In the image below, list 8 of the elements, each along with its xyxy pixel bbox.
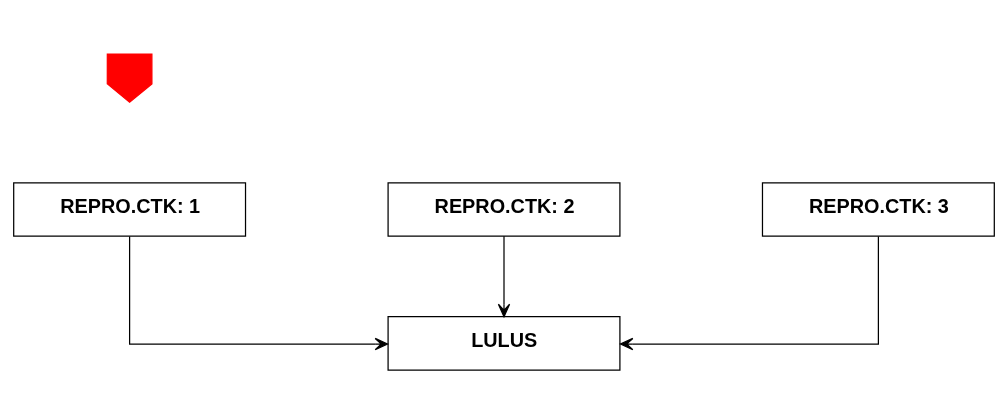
arrow — [619, 235, 879, 350]
arrow — [129, 235, 389, 350]
node-box: REPRO.CTK: 1 — [13, 181, 247, 237]
arrow — [497, 235, 511, 317]
node-box: LULUS — [387, 315, 621, 371]
node-box: REPRO.CTK: 3 — [761, 181, 995, 237]
node-box: REPRO.CTK: 2 — [387, 181, 621, 237]
node-arrow — [106, 52, 153, 103]
